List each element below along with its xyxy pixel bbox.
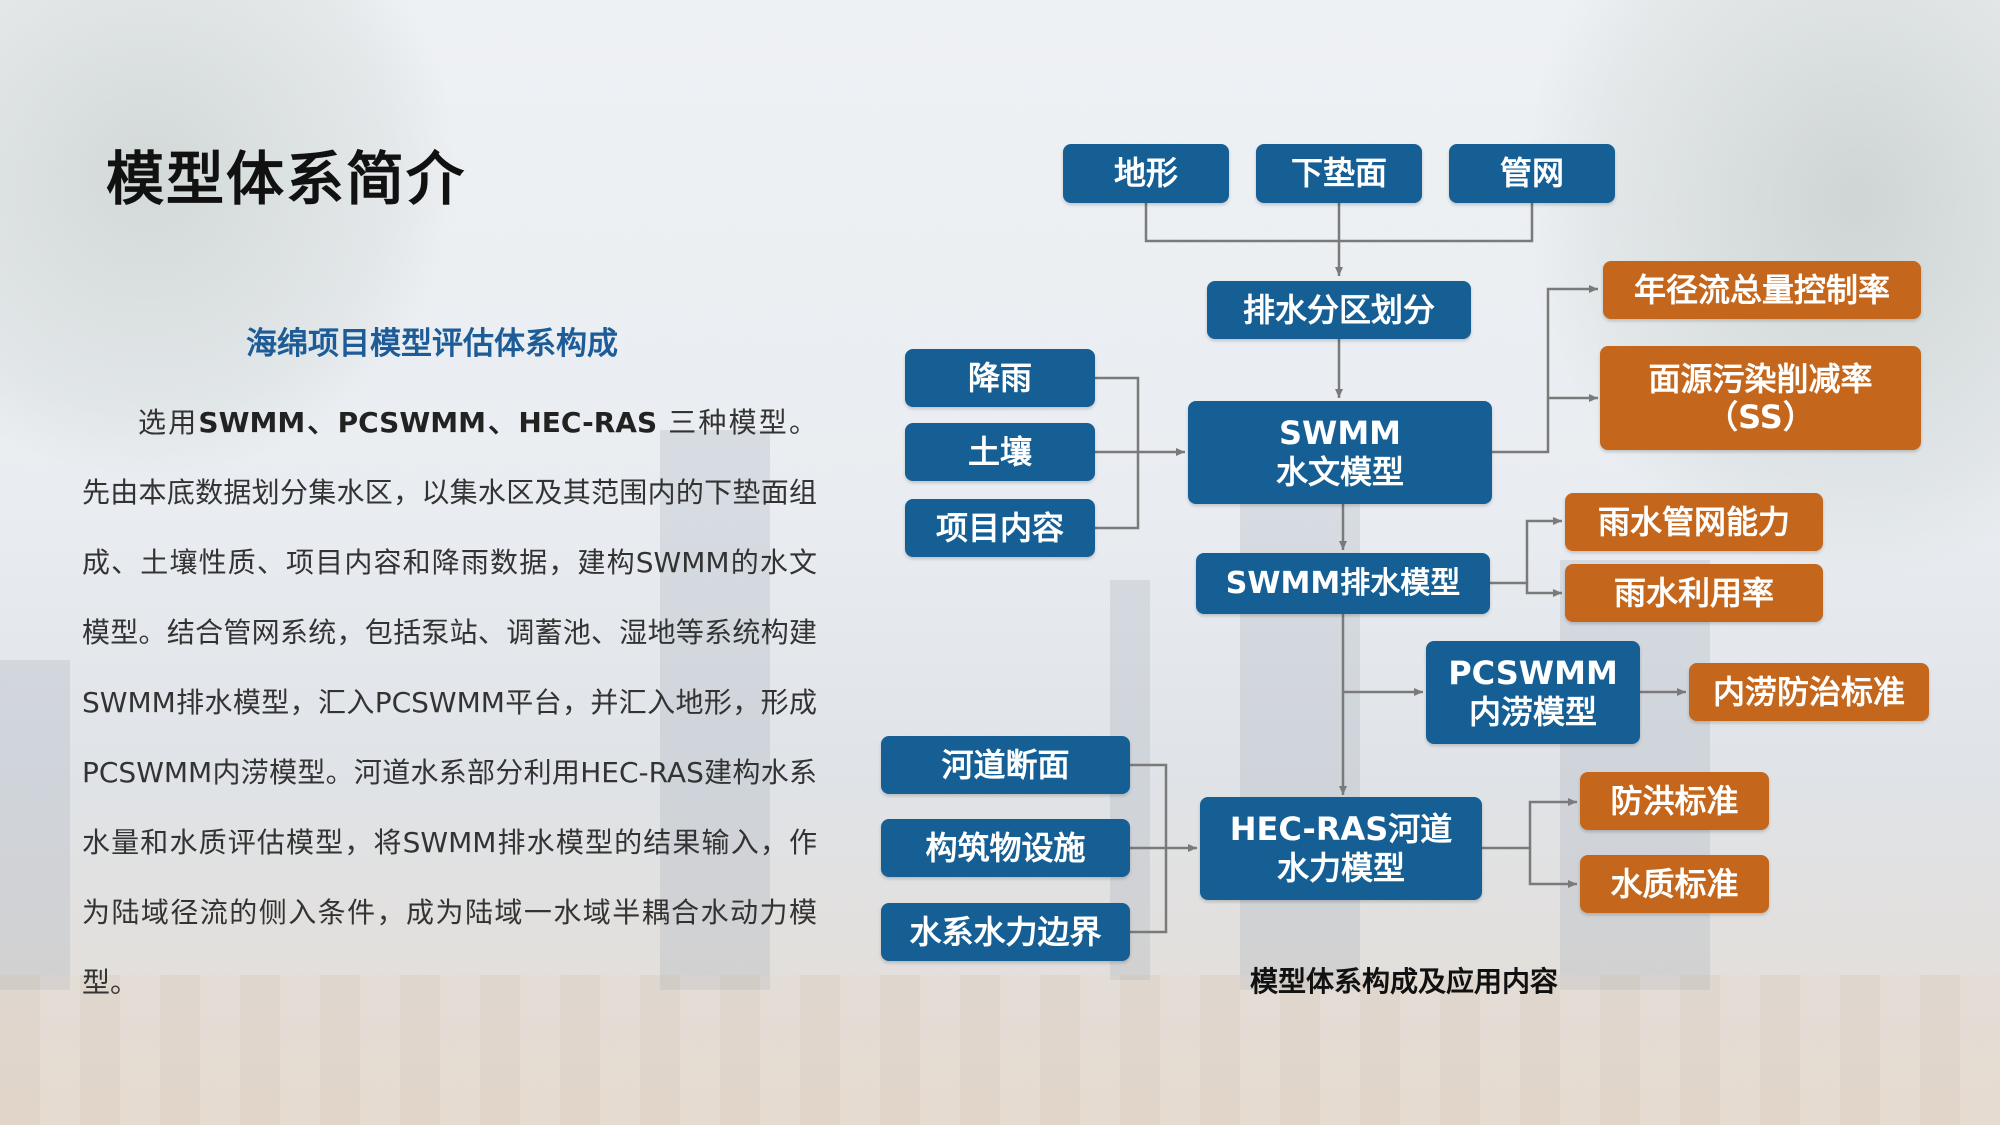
node-rainfall: 降雨 [905, 349, 1095, 407]
node-hecras-river-model: HEC-RAS河道 水力模型 [1200, 797, 1482, 900]
node-structures: 构筑物设施 [881, 819, 1130, 877]
node-swmm-hydro-line2: 水文模型 [1275, 452, 1404, 491]
node-pcswmm-waterlogging-model: PCSWMM 内涝模型 [1426, 641, 1640, 744]
text-panel-heading: 海绵项目模型评估体系构成 [246, 326, 618, 362]
node-pcswmm-line1: PCSWMM [1448, 654, 1618, 693]
node-swmm-hydro-line1: SWMM [1278, 414, 1402, 453]
connector-pipes [1339, 203, 1534, 243]
connector-hydro-outputs [1492, 285, 1598, 454]
connector-drain-rainuse [1525, 583, 1562, 597]
node-swmm-hydrologic-model: SWMM 水文模型 [1188, 401, 1492, 504]
node-underlying-surface: 下垫面 [1256, 144, 1422, 203]
node-swmm-drainage-model: SWMM排水模型 [1196, 553, 1490, 614]
node-hecras-line2: 水力模型 [1276, 848, 1405, 887]
connector-terrain [1144, 203, 1339, 243]
node-hydraulic-boundary: 水系水力边界 [881, 903, 1130, 961]
slide-title: 模型体系简介 [106, 145, 467, 213]
connector-hec-outputs [1482, 798, 1577, 850]
body-prefix: 选用 [138, 406, 199, 439]
node-drainage-partition: 排水分区划分 [1207, 281, 1471, 339]
node-pipe-capacity: 雨水管网能力 [1565, 493, 1823, 551]
node-pipe-network: 管网 [1449, 144, 1615, 203]
node-water-quality-standard: 水质标准 [1580, 855, 1769, 913]
connector-boundary [1130, 848, 1168, 934]
diagram-caption: 模型体系构成及应用内容 [1250, 965, 1559, 998]
connector-hec-quality [1528, 848, 1577, 888]
body-models: SWMM、PCSWMM、HEC-RAS [198, 406, 658, 439]
connector-rain [1095, 376, 1140, 452]
connector-project [1095, 452, 1140, 530]
node-pollution-line2: （SS） [1706, 398, 1815, 436]
node-pcswmm-line2: 内涝模型 [1468, 692, 1597, 731]
node-river-section: 河道断面 [881, 736, 1130, 794]
node-waterlogging-standard: 内涝防治标准 [1689, 663, 1929, 721]
node-pollution-line1: 面源污染削减率 [1648, 359, 1873, 398]
body-rest: 三种模型。先由本底数据划分集水区，以集水区及其范围内的下垫面组成、土壤性质、项目… [82, 406, 817, 999]
text-panel-body: 选用SWMM、PCSWMM、HEC-RAS 三种模型。先由本底数据划分集水区，以… [82, 388, 817, 1018]
connector-drain-outputs [1490, 517, 1562, 585]
node-project-content: 项目内容 [905, 499, 1095, 557]
node-rainwater-use-rate: 雨水利用率 [1565, 564, 1823, 622]
connector-section [1130, 763, 1168, 848]
node-nonpoint-pollution-reduction: 面源污染削减率 （SS） [1600, 346, 1921, 450]
node-annual-runoff-control-rate: 年径流总量控制率 [1603, 261, 1921, 319]
node-hecras-line1: HEC-RAS河道 [1229, 810, 1453, 849]
node-flood-control-standard: 防洪标准 [1580, 772, 1769, 830]
node-terrain: 地形 [1063, 144, 1229, 203]
node-soil: 土壤 [905, 423, 1095, 481]
